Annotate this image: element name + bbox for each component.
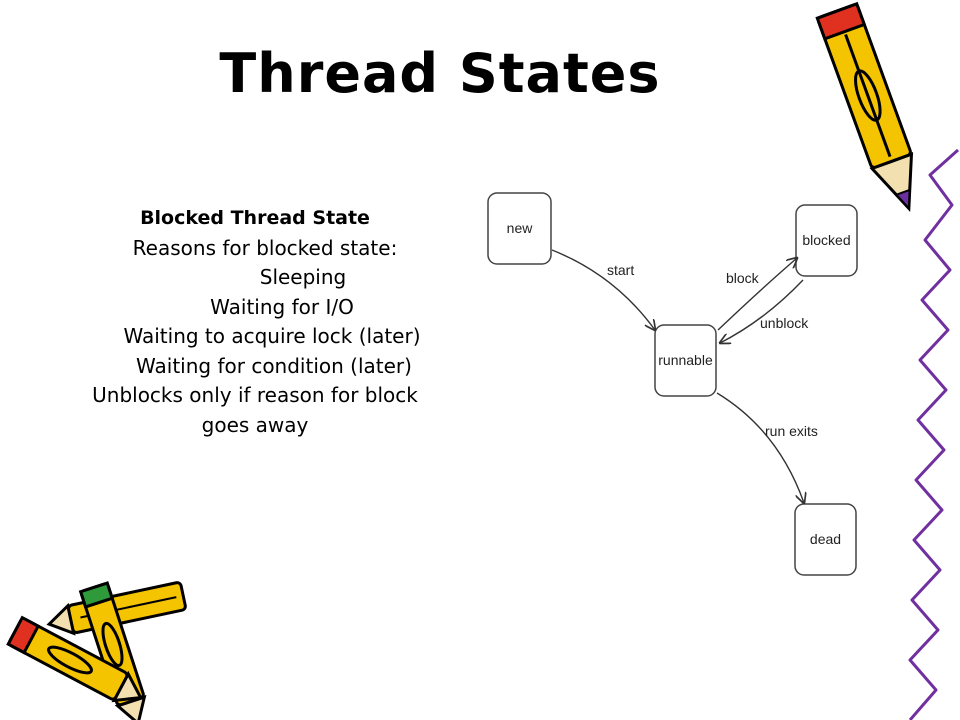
transition-run-exits-arrow: [716, 392, 804, 503]
state-node-new: [487, 192, 552, 265]
reason-item: Sleeping: [259, 265, 347, 289]
state-label-runnable: runnable: [658, 352, 713, 368]
state-node-blocked: [795, 204, 858, 277]
state-diagram: new blocked runnable dead start block un…: [487, 192, 858, 576]
transition-label-start: start: [607, 262, 634, 278]
reason-item: Waiting for I/O: [210, 294, 354, 319]
transition-start-arrow: [551, 249, 655, 330]
transition-label-run-exits: run exits: [765, 423, 818, 439]
unblock-line-cont: goes away: [201, 412, 309, 437]
transition-unblock-arrow: [720, 279, 804, 343]
reason-item: Waiting to acquire lock (later): [123, 324, 421, 348]
unblock-line: Unblocks only if reason for block: [92, 383, 418, 407]
reasons-intro: Reasons for blocked state:: [132, 235, 398, 260]
transition-label-unblock: unblock: [760, 315, 809, 331]
state-node-dead: [794, 503, 857, 576]
text-block: Blocked Thread State Reasons for blocked…: [20, 204, 490, 440]
state-label-dead: dead: [810, 531, 841, 547]
transition-block-arrow: [717, 258, 797, 331]
state-node-runnable: [654, 324, 717, 397]
transition-label-block: block: [726, 270, 760, 286]
pencil-clipart-top: [815, 1, 914, 212]
state-label-blocked: blocked: [802, 232, 850, 248]
reason-item: Waiting for condition (later): [136, 353, 412, 378]
slide-title: Thread States: [219, 42, 661, 105]
pencils-clipart-bottom: [6, 581, 187, 720]
section-heading: Blocked Thread State: [140, 207, 370, 229]
decorative-border: [908, 148, 959, 720]
state-label-new: new: [507, 220, 534, 236]
